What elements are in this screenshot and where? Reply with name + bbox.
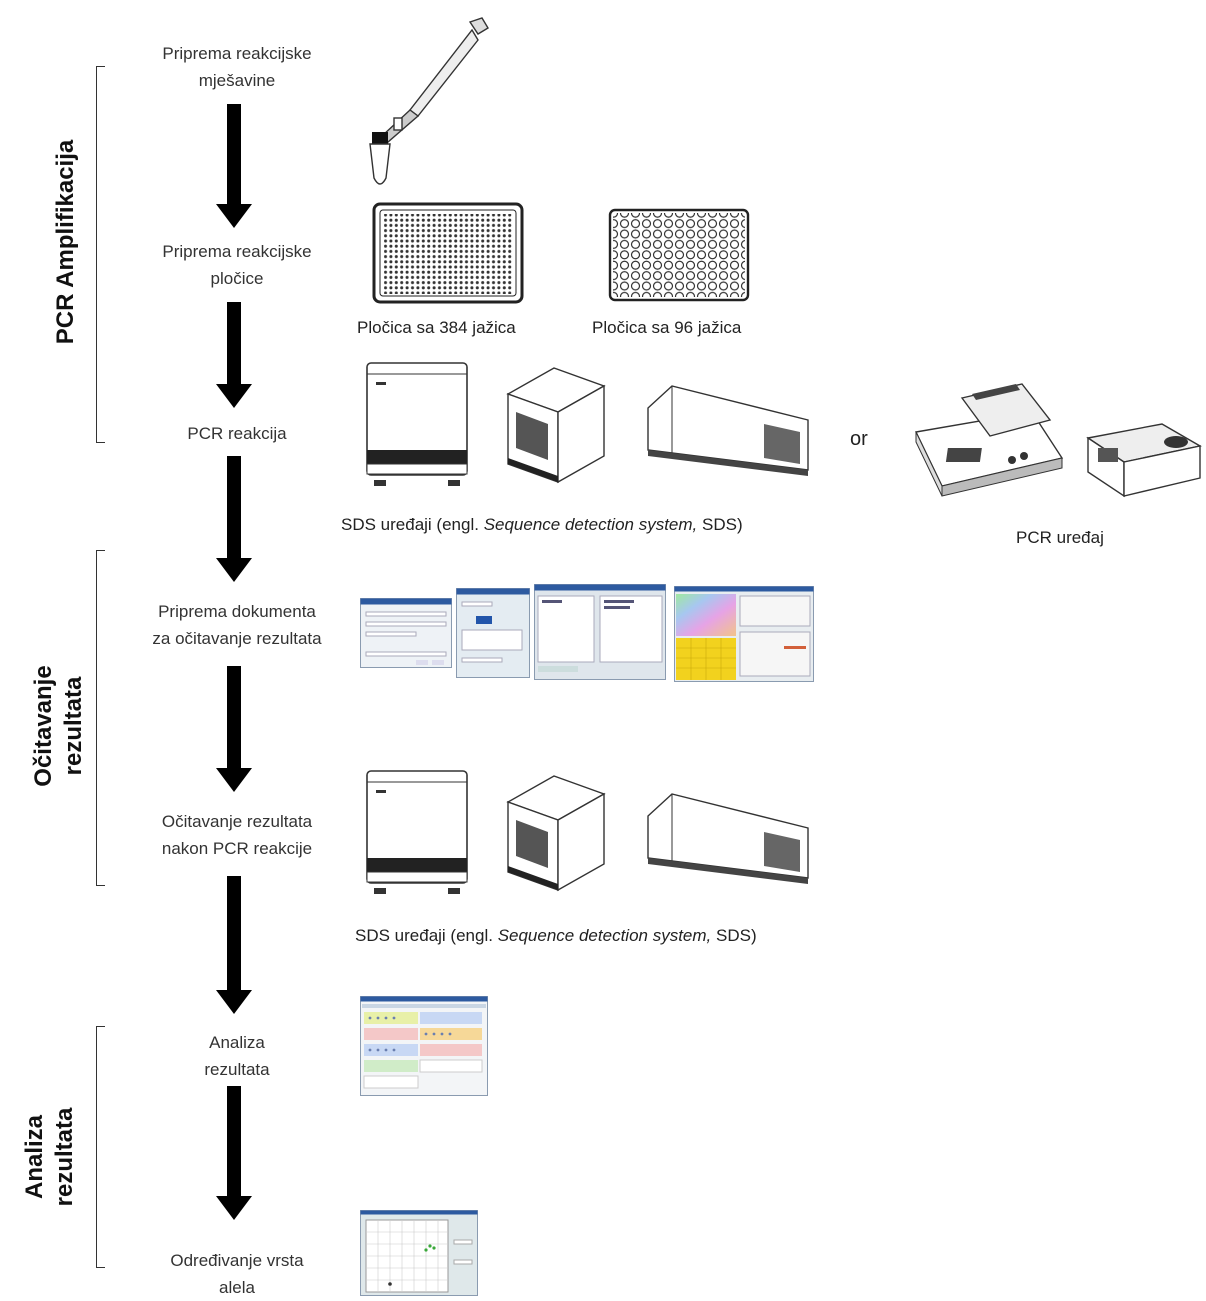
step-reaction-mix-line2: mješavine bbox=[198, 71, 276, 90]
step-allele-typing: Određivanje vrsta alela bbox=[117, 1247, 357, 1301]
sds-caption-2-prefix: SDS uređaji (engl. bbox=[355, 926, 498, 945]
bracket-amplification bbox=[96, 66, 105, 443]
sds-device-large-icon bbox=[366, 362, 468, 486]
software-dialog-3-icon bbox=[534, 584, 666, 680]
sds-device-cube-2-icon bbox=[506, 775, 606, 892]
caption-plate-96: Pločica sa 96 jažica bbox=[592, 318, 742, 337]
step-analysis: Analiza rezultata bbox=[117, 1029, 357, 1083]
bracket-reading bbox=[96, 550, 105, 886]
step-allele-typing-line1: Određivanje vrsta bbox=[170, 1251, 304, 1270]
step-prepare-document-line2: za očitavanje rezultata bbox=[152, 629, 322, 648]
sds-caption-2-italic: Sequence detection system, bbox=[497, 926, 712, 945]
step-reaction-mix-line1: Priprema reakcijske bbox=[162, 44, 312, 63]
section-analysis-line2: rezultata bbox=[51, 1107, 78, 1207]
sds-device-wide-2-icon bbox=[647, 793, 809, 884]
caption-pcr-device: PCR uređaj bbox=[1016, 528, 1104, 547]
sds-caption-1-suffix: SDS) bbox=[697, 515, 743, 534]
section-reading-line2: rezultata bbox=[60, 676, 87, 776]
flow-arrows bbox=[216, 104, 252, 1220]
section-analysis-line1: Analiza bbox=[21, 1114, 48, 1200]
step-reaction-plate-line1: Priprema reakcijske bbox=[162, 242, 312, 261]
plate-384-icon bbox=[372, 202, 524, 304]
arrow-down-icon bbox=[216, 104, 252, 228]
sds-device-large-2-icon bbox=[366, 770, 468, 894]
analysis-software-icon bbox=[360, 996, 488, 1096]
arrow-down-icon bbox=[216, 1086, 252, 1220]
arrow-down-icon bbox=[216, 876, 252, 1014]
arrow-down-icon bbox=[216, 456, 252, 582]
software-plate-layout-icon bbox=[674, 586, 814, 682]
caption-plate-384: Pločica sa 384 jažica bbox=[357, 318, 516, 337]
section-label-reading: Očitavanje rezultata bbox=[29, 641, 89, 811]
sds-caption-1-italic: Sequence detection system, bbox=[483, 515, 698, 534]
pcr-device-icon bbox=[914, 383, 1064, 497]
software-dialog-1-icon bbox=[360, 598, 452, 668]
step-read-results-line2: nakon PCR reakcije bbox=[161, 839, 313, 858]
section-amplification-text: PCR Amplifikacija bbox=[52, 139, 79, 345]
step-prepare-document-line1: Priprema dokumenta bbox=[158, 602, 316, 621]
arrow-down-icon bbox=[216, 302, 252, 408]
step-read-results-line1: Očitavanje rezultata bbox=[161, 812, 313, 831]
software-dialog-2-icon bbox=[456, 588, 530, 678]
step-reaction-mix: Priprema reakcijske mješavine bbox=[117, 40, 357, 94]
pcr-device-second-icon bbox=[1086, 423, 1202, 498]
step-analysis-line1: Analiza bbox=[209, 1033, 265, 1052]
step-prepare-document: Priprema dokumenta za očitavanje rezulta… bbox=[117, 598, 357, 652]
allele-plot-software-icon bbox=[360, 1210, 478, 1296]
sds-caption-2-suffix: SDS) bbox=[711, 926, 757, 945]
arrow-down-icon bbox=[216, 666, 252, 792]
section-label-amplification: PCR Amplifikacija bbox=[51, 112, 81, 372]
sds-device-cube-icon bbox=[506, 367, 606, 484]
step-pcr-reaction-line1: PCR reakcija bbox=[187, 424, 287, 443]
plate-96-icon bbox=[608, 208, 750, 302]
pipette-icon bbox=[369, 17, 489, 185]
sds-device-wide-icon bbox=[647, 385, 809, 476]
section-label-analysis: Analiza rezultata bbox=[20, 1092, 80, 1222]
or-label: or bbox=[850, 428, 868, 450]
step-reaction-plate-line2: pločice bbox=[210, 269, 264, 288]
bracket-analysis bbox=[96, 1026, 105, 1268]
step-analysis-line2: rezultata bbox=[204, 1060, 270, 1079]
sds-caption-1: SDS uređaji (engl. Sequence detection sy… bbox=[341, 515, 743, 535]
section-reading-line1: Očitavanje bbox=[30, 665, 57, 787]
sds-caption-1-prefix: SDS uređaji (engl. bbox=[341, 515, 484, 534]
step-reaction-plate: Priprema reakcijske pločice bbox=[117, 238, 357, 292]
step-allele-typing-line2: alela bbox=[219, 1278, 255, 1297]
step-pcr-reaction: PCR reakcija bbox=[117, 420, 357, 447]
step-read-results: Očitavanje rezultata nakon PCR reakcije bbox=[117, 808, 357, 862]
sds-caption-2: SDS uređaji (engl. Sequence detection sy… bbox=[355, 926, 757, 946]
